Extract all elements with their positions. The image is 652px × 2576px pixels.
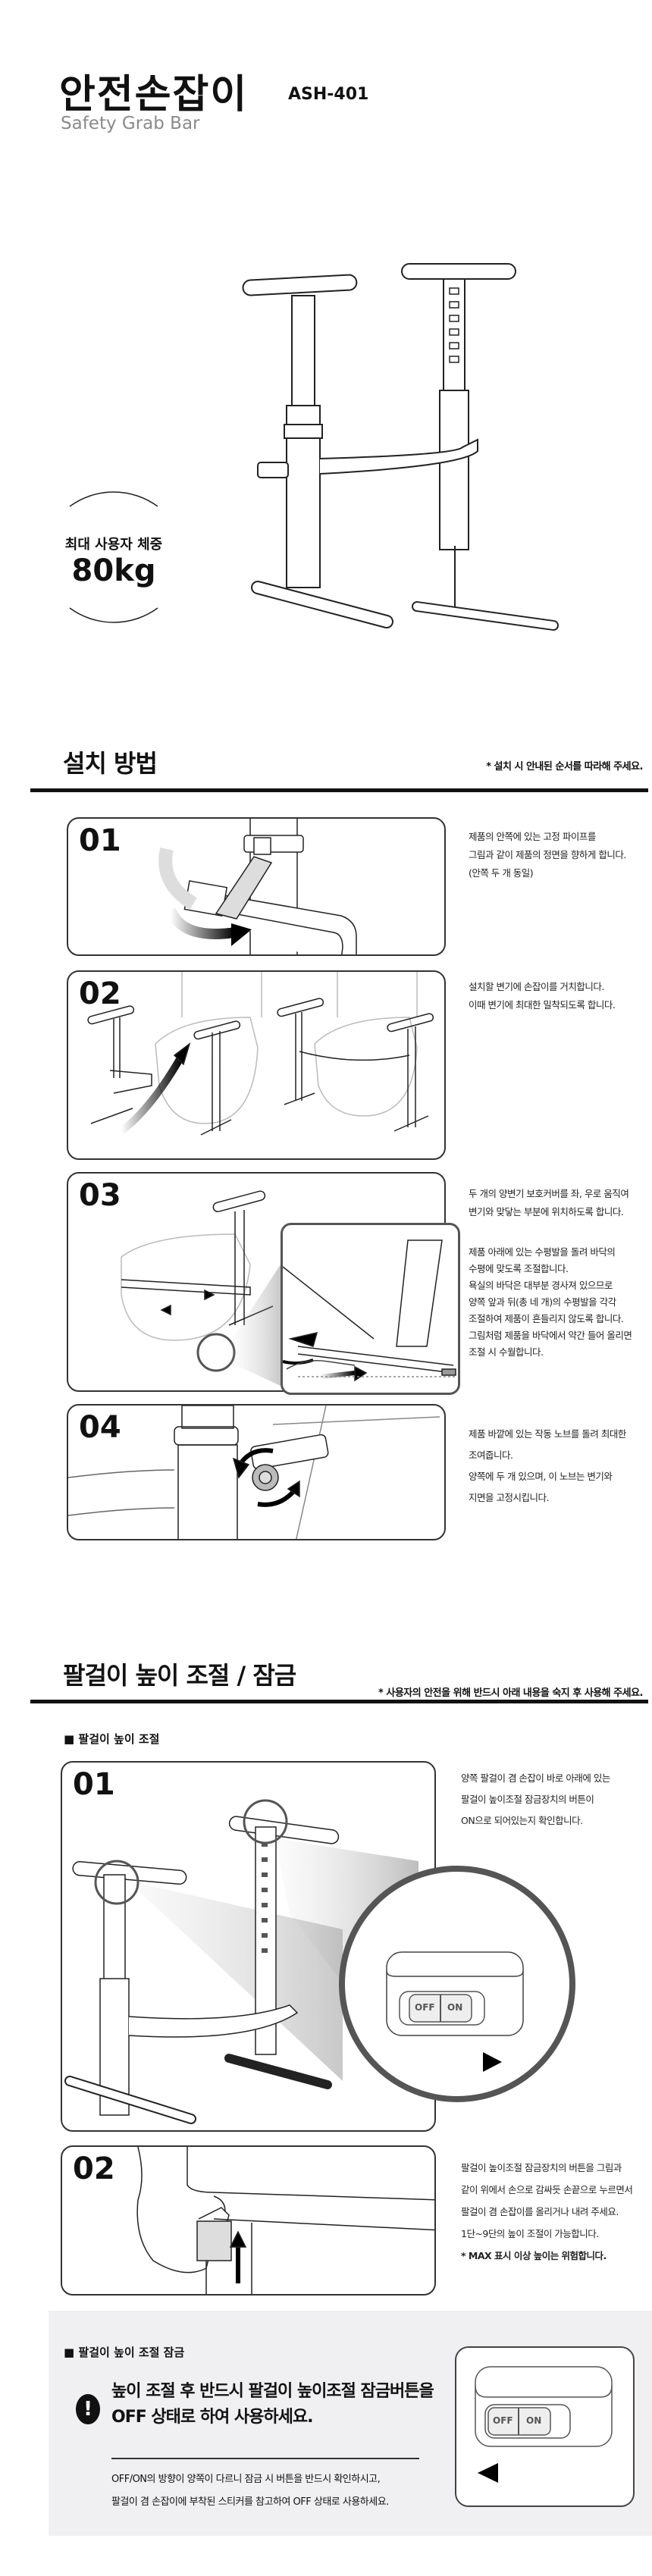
install-step-1-illustration: 01	[67, 817, 446, 956]
max-weight-label: 최대 사용자 체중	[64, 537, 163, 553]
fixing-pipe-illustration	[158, 819, 357, 954]
step-text-line: 변기와 맞닿는 부분에 위치하도록 합니다.	[469, 1206, 624, 1217]
step-text-line: 조절 시 수월합니다.	[469, 1346, 544, 1358]
lock-switch-illustration: OFF ON	[455, 2346, 635, 2507]
section-divider	[30, 1700, 648, 1703]
switch-on-label: ON	[526, 2415, 542, 2426]
warning-body-line: 팔걸이 겸 손잡이에 부착된 스티커를 참고하여 OFF 상태로 사용하세요.	[111, 2496, 389, 2508]
lock-button-location-illustration	[64, 1799, 575, 2124]
armrest-section-title: 팔걸이 높이 조절 / 잠금	[63, 1661, 296, 1690]
switch-on-label: ON	[447, 2002, 463, 2013]
warning-heading-line: OFF 상태로 하여 사용하세요.	[111, 2408, 313, 2427]
step-text-line: (안쪽 두 개 동일)	[469, 867, 534, 879]
step-text-line: 이때 변기에 최대한 밀착되도록 합니다.	[469, 999, 616, 1011]
install-step-3-leveler-text: 제품 아래에 있는 수평발을 돌려 바닥의 수평에 맞도록 조절합니다. 욕실의…	[469, 1244, 650, 1361]
install-note-text: * 설치 시 안내된	[486, 761, 556, 772]
knob-tightening-illustration	[68, 1406, 440, 1539]
max-weight-value: 80kg	[71, 553, 156, 588]
step-text-line: 양쪽 앞과 뒤(총 네 개)의 수평발을 각각	[469, 1296, 616, 1308]
switch-off-label: OFF	[493, 2415, 513, 2426]
step-text-line: 조절하여 제품이 흔들리지 않도록 합니다.	[469, 1313, 624, 1324]
switch-off-label: OFF	[415, 2002, 435, 2013]
warning-body-line: OFF/ON의 방향이 양쪽이 다르니 잠금 시 버튼을 반드시 확인하시고,	[111, 2474, 381, 2485]
warning-heading-line: 높이 조절 후 반드시 팔걸이 높이조절 잠금버튼을	[111, 2382, 434, 2401]
step-text-line: 팔걸이 높이조절 잠금장치의 버튼을 그림과	[461, 2162, 622, 2173]
install-step-4-illustration: 04	[67, 1404, 446, 1540]
section-divider	[30, 788, 648, 792]
step-text-line: 1단~9단의 높이 조절이 가능합니다.	[461, 2228, 599, 2239]
step-text-line: 그림처럼 제품을 바닥에서 약간 들어 올리면	[469, 1330, 632, 1341]
step-text-line: 수평에 맞도록 조절합니다.	[469, 1263, 569, 1274]
leveler-detail-inset	[281, 1223, 460, 1395]
step-text-line: 제품의 안쪽에 있는 고정 파이프를	[469, 831, 596, 842]
install-step-1-text: 제품의 안쪽에 있는 고정 파이프를 그림과 같이 제품의 정면을 향하게 합니…	[469, 828, 650, 882]
install-step-3-text: 두 개의 양변기 보호커버를 좌, 우로 움직여 변기와 맞닿는 부분에 위치하…	[469, 1185, 650, 1221]
armrest-step-1-illustration: 01 OFF ON	[61, 1761, 575, 2132]
step-text-line: 조여줍니다.	[469, 1449, 513, 1461]
install-note-emphasis: 순서를 따라해 주세요.	[555, 761, 643, 772]
product-subtitle: Safety Grab Bar	[61, 114, 200, 133]
armrest-safety-note: * 사용자의 안전을 위해 반드시 아래 내용을 숙지 후 사용해 주세요.	[378, 1688, 643, 1699]
step-text-line: ON으로 되어있는지 확인합니다.	[461, 1815, 583, 1826]
step-text-line: 제품 아래에 있는 수평발을 돌려 바닥의	[469, 1246, 616, 1258]
armrest-step-2-illustration: 02	[61, 2145, 436, 2296]
step-number: 01	[79, 823, 121, 858]
weight-badge-circle	[69, 491, 158, 623]
step-text-line: 지면을 고정시킵니다.	[469, 1492, 549, 1503]
install-step-4-text: 제품 바깥에 있는 작동 노브를 돌려 최대한 조여줍니다. 양쪽에 두 개 있…	[469, 1424, 650, 1509]
product-title: 안전손잡이	[59, 72, 249, 118]
lock-warning-body: OFF/ON의 방향이 양쪽이 다르니 잠금 시 버튼을 반드시 확인하시고, …	[111, 2468, 389, 2514]
install-step-2-text: 설치할 변기에 손잡이를 거치합니다. 이때 변기에 최대한 밀착되도록 합니다…	[469, 978, 650, 1014]
step-number: 02	[73, 2151, 115, 2186]
step-text-line: 양쪽 팔걸이 겸 손잡이 바로 아래에 있는	[461, 1772, 610, 1784]
product-illustration	[227, 263, 559, 631]
lock-label: ■ 팔걸이 높이 조절 잠금	[64, 2346, 185, 2359]
step-text-line: 욕실의 바닥은 대부분 경사져 있으므로	[469, 1280, 613, 1291]
install-note: * 설치 시 안내된 순서를 따라해 주세요.	[486, 758, 643, 772]
protector-and-leveler-illustration	[121, 1190, 281, 1386]
install-step-3-illustration: 03	[67, 1172, 460, 1395]
install-section-title: 설치 방법	[63, 749, 158, 778]
step-number: 04	[79, 1410, 121, 1445]
step-text-line: 제품 바깥에 있는 작동 노브를 돌려 최대한	[469, 1428, 626, 1440]
switch-off-direction-drawing	[475, 2366, 613, 2483]
step-text-line: 그림과 같이 제품의 정면을 향하게 합니다.	[469, 849, 626, 860]
step-text-line: 설치할 변기에 손잡이를 거치합니다.	[469, 981, 604, 992]
toilet-placement-illustration	[87, 972, 434, 1136]
lock-warning-heading: 높이 조절 후 반드시 팔걸이 높이조절 잠금버튼을 OFF 상태로 하여 사용…	[111, 2379, 434, 2430]
exclamation-icon: !	[76, 2394, 100, 2424]
step-number: 03	[79, 1178, 121, 1213]
press-button-hand-illustration	[136, 2147, 434, 2294]
step-text-line: 팔걸이 겸 손잡이를 올리거나 내려 주세요.	[461, 2206, 619, 2217]
install-step-2-illustration: 02	[67, 970, 446, 1160]
armrest-step-1-text: 양쪽 팔걸이 겸 손잡이 바로 아래에 있는 팔걸이 높이조절 잠금장치의 버튼…	[461, 1768, 643, 1832]
max-height-warning: * MAX 표시 이상 높이는 위험합니다.	[461, 2250, 607, 2261]
step-text-line: 양쪽에 두 개 있으며, 이 노브는 변기와	[469, 1471, 613, 1482]
step-number: 01	[73, 1767, 115, 1802]
model-number: ASH-401	[288, 85, 369, 104]
step-text-line: 두 개의 양변기 보호커버를 좌, 우로 움직여	[469, 1188, 629, 1199]
step-text-line: 같이 위에서 손으로 감싸듯 손끝으로 누르면서	[461, 2184, 633, 2195]
height-adjust-label: ■ 팔걸이 높이 조절	[64, 1732, 160, 1746]
armrest-step-2-text: 팔걸이 높이조절 잠금장치의 버튼을 그림과 같이 위에서 손으로 감싸듯 손끝…	[461, 2157, 643, 2267]
step-number: 02	[79, 976, 121, 1011]
leveler-detail-drawing	[283, 1239, 457, 1382]
step-text-line: 팔걸이 높이조절 잠금장치의 버튼이	[461, 1794, 594, 1805]
warning-divider	[111, 2458, 419, 2459]
